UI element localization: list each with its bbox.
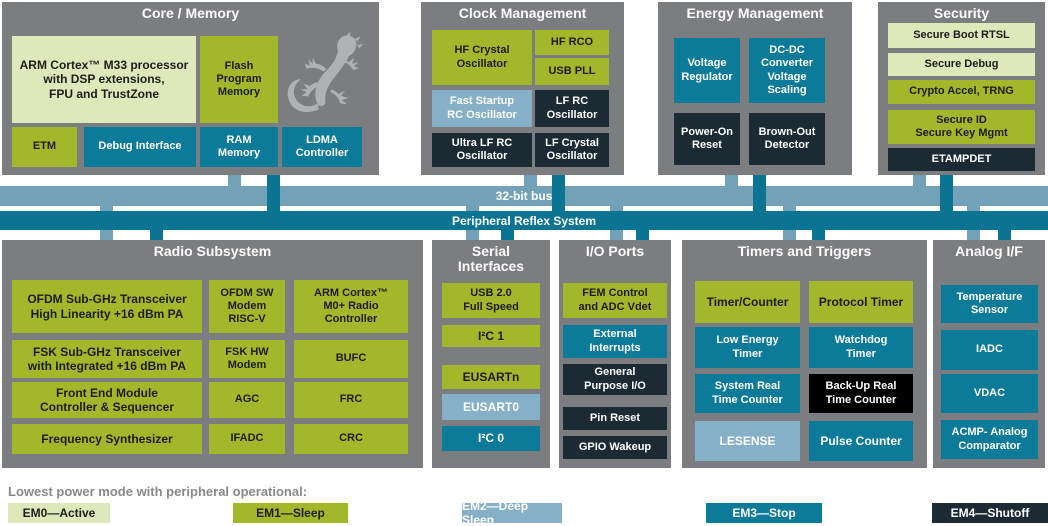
legend-label: Lowest power mode with peripheral operat… bbox=[8, 484, 308, 499]
section-title-analog-if: Analog I/F bbox=[955, 243, 1023, 259]
panel-core-memory: Core / Memory ARM Cortex™ M33 processor … bbox=[2, 2, 379, 175]
bus-connector-stub bbox=[812, 229, 825, 240]
legend-em3-stop: EM3—Stop bbox=[706, 503, 822, 523]
block-pulse-counter: Pulse Counter bbox=[809, 421, 913, 461]
section-title-security: Security bbox=[933, 5, 990, 21]
block-i2c1: I²C 1 bbox=[442, 325, 540, 347]
section-title-energy-management: Energy Management bbox=[686, 5, 824, 21]
bus-connector-stub bbox=[753, 175, 766, 211]
block-external-interrupts: External Interrupts bbox=[563, 325, 667, 358]
block-lf-crystal-oscillator: LF Crystal Oscillator bbox=[535, 133, 609, 167]
block-backup-real-time-counter: Back-Up Real Time Counter bbox=[809, 374, 913, 413]
block-pin-reset: Pin Reset bbox=[563, 407, 667, 430]
block-protocol-timer: Protocol Timer bbox=[809, 281, 913, 323]
bus-connector-stub bbox=[940, 175, 953, 211]
legend-em0-active: EM0—Active bbox=[8, 503, 110, 523]
block-ram-memory: RAM Memory bbox=[200, 127, 278, 167]
block-ldma-controller: LDMA Controller bbox=[282, 127, 362, 167]
block-secure-debug: Secure Debug bbox=[888, 53, 1035, 76]
block-hf-crystal-oscillator: HF Crystal Oscillator bbox=[432, 30, 532, 85]
block-frc: FRC bbox=[294, 382, 408, 418]
bus-connector-stub bbox=[636, 229, 649, 240]
block-low-energy-timer: Low Energy Timer bbox=[695, 327, 800, 368]
block-etampdet: ETAMPDET bbox=[888, 148, 1035, 171]
block-fsk-hw-modem: FSK HW Modem bbox=[209, 340, 285, 378]
block-hf-rco: HF RCO bbox=[535, 30, 609, 55]
section-title-timers-triggers: Timers and Triggers bbox=[737, 243, 872, 259]
bus-connector-stub bbox=[552, 175, 565, 211]
block-flash-program-memory: Flash Program Memory bbox=[200, 36, 278, 123]
block-temperature-sensor: Temperature Sensor bbox=[941, 285, 1038, 323]
panel-energy-management: Energy Management Voltage Regulator DC-D… bbox=[658, 2, 852, 175]
block-general-purpose-io: General Purpose I/O bbox=[563, 364, 667, 395]
legend-em2-deep-sleep: EM2—Deep Sleep bbox=[462, 499, 562, 526]
block-eusart0: EUSART0 bbox=[442, 394, 540, 420]
block-arm-cortex-m33: ARM Cortex™ M33 processor with DSP exten… bbox=[12, 36, 196, 123]
block-eusartn: EUSARTn bbox=[442, 365, 540, 389]
panel-timers-triggers: Timers and Triggers Timer/Counter Protoc… bbox=[682, 240, 927, 468]
block-system-real-time-counter: System Real Time Counter bbox=[695, 374, 800, 413]
block-voltage-regulator: Voltage Regulator bbox=[674, 38, 740, 103]
block-dcdc-converter: DC-DC Converter Voltage Scaling bbox=[749, 38, 825, 103]
bus-connector-stub bbox=[524, 175, 537, 186]
panel-radio-subsystem: Radio Subsystem OFDM Sub-GHz Transceiver… bbox=[2, 240, 423, 468]
section-title-radio-subsystem: Radio Subsystem bbox=[153, 243, 272, 259]
bus-peripheral-reflex-system: Peripheral Reflex System bbox=[0, 211, 1048, 230]
bus-32bit: 32-bit bus bbox=[0, 186, 1048, 206]
block-acmp-analog-comparator: ACMP- Analog Comparator bbox=[941, 420, 1038, 459]
block-etm: ETM bbox=[12, 127, 77, 167]
legend-em1-sleep: EM1—Sleep bbox=[233, 503, 348, 523]
block-frequency-synthesizer: Frequency Synthesizer bbox=[12, 424, 202, 454]
block-timer-counter: Timer/Counter bbox=[695, 281, 800, 323]
legend-em4-shutoff: EM4—Shutoff bbox=[932, 503, 1048, 523]
block-i2c0: I²C 0 bbox=[442, 426, 540, 451]
section-title-io-ports: I/O Ports bbox=[585, 243, 645, 259]
block-power-on-reset: Power-On Reset bbox=[674, 113, 740, 165]
bus-connector-stub bbox=[267, 175, 280, 211]
block-crc: CRC bbox=[294, 424, 408, 454]
block-debug-interface: Debug Interface bbox=[84, 127, 196, 167]
section-title-core-memory: Core / Memory bbox=[141, 5, 240, 21]
block-bufc: BUFC bbox=[294, 340, 408, 378]
panel-serial-interfaces: Serial Interfaces USB 2.0 Full Speed I²C… bbox=[432, 240, 550, 468]
block-iadc: IADC bbox=[941, 330, 1038, 370]
block-vdac: VDAC bbox=[941, 374, 1038, 413]
block-fem-control-adc-vdet: FEM Control and ADC Vdet bbox=[563, 283, 667, 318]
block-lesense: LESENSE bbox=[695, 421, 800, 461]
block-arm-cortex-m0-radio: ARM Cortex™ M0+ Radio Controller bbox=[294, 280, 408, 333]
panel-io-ports: I/O Ports FEM Control and ADC Vdet Exter… bbox=[559, 240, 671, 468]
block-usb-20-full-speed: USB 2.0 Full Speed bbox=[442, 283, 540, 318]
section-title-clock-management: Clock Management bbox=[458, 5, 587, 21]
block-brown-out-detector: Brown-Out Detector bbox=[749, 113, 825, 165]
bus-connector-stub bbox=[150, 229, 163, 240]
panel-security: Security Secure Boot RTSL Secure Debug C… bbox=[878, 2, 1045, 175]
block-lf-rc-oscillator: LF RC Oscillator bbox=[535, 90, 609, 127]
block-usb-pll: USB PLL bbox=[535, 58, 609, 85]
section-title-serial-interfaces: Serial Interfaces bbox=[457, 243, 525, 275]
block-ofdm-subghz-transceiver: OFDM Sub-GHz Transceiver High Linearity … bbox=[12, 280, 202, 333]
block-crypto-accel-trng: Crypto Accel, TRNG bbox=[888, 80, 1035, 104]
block-secure-id-key-mgmt: Secure ID Secure Key Mgmt bbox=[888, 110, 1035, 144]
block-front-end-module: Front End Module Controller & Sequencer bbox=[12, 382, 202, 418]
block-gpio-wakeup: GPIO Wakeup bbox=[563, 436, 667, 459]
block-ofdm-sw-modem: OFDM SW Modem RISC-V bbox=[209, 280, 285, 333]
block-fsk-subghz-transceiver: FSK Sub-GHz Transceiver with Integrated … bbox=[12, 340, 202, 378]
block-secure-boot-rtsl: Secure Boot RTSL bbox=[888, 23, 1035, 48]
bus-connector-stub bbox=[725, 175, 738, 186]
panel-analog-if: Analog I/F Temperature Sensor IADC VDAC … bbox=[933, 240, 1045, 468]
block-ultra-lf-rc-oscillator: Ultra LF RC Oscillator bbox=[432, 133, 532, 167]
block-agc: AGC bbox=[209, 382, 285, 418]
block-watchdog-timer: Watchdog Timer bbox=[809, 327, 913, 368]
gecko-logo-icon bbox=[287, 32, 364, 113]
bus-connector-stub bbox=[501, 229, 514, 240]
block-fast-startup-rc-oscillator: Fast Startup RC Oscillator bbox=[432, 90, 532, 127]
bus-connector-stub bbox=[998, 229, 1011, 240]
block-ifadc: IFADC bbox=[209, 424, 285, 454]
panel-clock-management: Clock Management HF Crystal Oscillator H… bbox=[421, 2, 624, 175]
bus-connector-stub bbox=[228, 175, 241, 186]
bus-connector-stub bbox=[913, 175, 926, 186]
